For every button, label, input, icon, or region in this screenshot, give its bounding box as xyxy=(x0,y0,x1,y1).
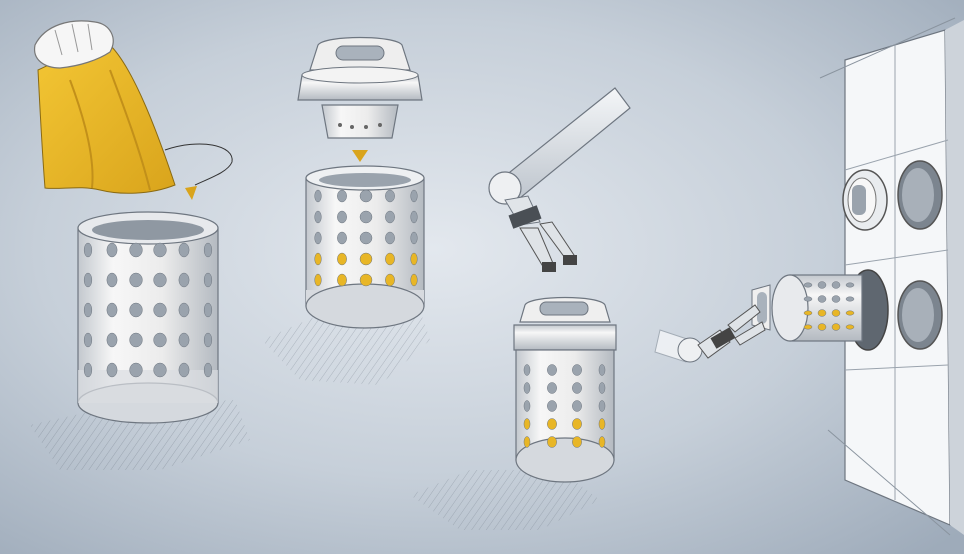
canister-open xyxy=(78,212,218,423)
perforation-hole xyxy=(315,232,322,244)
perforation-hole xyxy=(179,273,189,287)
perforation-hole xyxy=(804,325,812,329)
perforation-hole xyxy=(337,190,346,202)
perforation-hole xyxy=(315,190,322,202)
perforation-hole xyxy=(385,190,394,202)
canister-filled xyxy=(306,166,424,328)
perforation-hole xyxy=(107,363,117,377)
perforation-hole xyxy=(411,253,418,265)
perforation-hole xyxy=(846,297,854,301)
perforation-hole xyxy=(154,363,167,377)
perforation-hole xyxy=(804,297,812,301)
perforation-hole xyxy=(411,211,418,223)
perforation-hole xyxy=(154,333,167,347)
perforation-hole xyxy=(547,365,556,376)
perforation-hole xyxy=(315,253,322,265)
perforation-hole xyxy=(547,383,556,394)
perforation-hole xyxy=(360,190,372,202)
perforation-hole xyxy=(411,190,418,202)
perforation-hole xyxy=(107,273,117,287)
perforation-hole xyxy=(804,311,812,315)
perforation-hole xyxy=(385,253,394,265)
perforation-hole xyxy=(411,274,418,286)
perforation-hole xyxy=(599,419,605,430)
perforation-hole xyxy=(818,310,826,317)
perforation-hole xyxy=(130,363,143,377)
perforation-hole xyxy=(846,325,854,329)
perforation-hole xyxy=(204,303,212,317)
perforation-hole xyxy=(547,437,556,448)
perforation-hole xyxy=(832,282,840,289)
perforation-hole xyxy=(204,243,212,257)
canister-closed xyxy=(514,298,616,483)
perforation-hole xyxy=(154,303,167,317)
perforation-hole xyxy=(572,365,581,376)
perforation-hole xyxy=(360,274,372,286)
perforation-hole xyxy=(179,363,189,377)
perforation-hole xyxy=(818,296,826,303)
perforation-hole xyxy=(524,437,530,448)
perforation-hole xyxy=(832,310,840,317)
perforation-hole xyxy=(818,324,826,331)
perforation-hole xyxy=(524,365,530,376)
perforation-hole xyxy=(360,211,372,223)
perforation-hole xyxy=(385,274,394,286)
wall-port-top-right xyxy=(898,161,942,229)
perforation-hole xyxy=(572,401,581,412)
perforation-hole xyxy=(572,419,581,430)
perforation-hole xyxy=(385,211,394,223)
perforation-hole xyxy=(547,419,556,430)
perforation-hole xyxy=(360,253,372,265)
perforation-hole xyxy=(107,333,117,347)
perforation-hole xyxy=(524,419,530,430)
perforation-hole xyxy=(315,211,322,223)
perforation-hole xyxy=(107,303,117,317)
perforation-hole xyxy=(337,232,346,244)
perforation-hole xyxy=(599,365,605,376)
perforation-hole xyxy=(84,333,92,347)
perforation-hole xyxy=(547,401,556,412)
perforation-hole xyxy=(804,283,812,287)
perforation-hole xyxy=(130,273,143,287)
perforation-hole xyxy=(572,437,581,448)
perforation-hole xyxy=(154,273,167,287)
perforation-hole xyxy=(84,303,92,317)
wall-port-bottom-right xyxy=(898,281,942,349)
perforation-hole xyxy=(337,253,346,265)
perforation-hole xyxy=(204,273,212,287)
perforation-hole xyxy=(179,303,189,317)
perforation-hole xyxy=(524,401,530,412)
perforation-hole xyxy=(832,324,840,331)
perforation-hole xyxy=(818,282,826,289)
perforation-hole xyxy=(179,333,189,347)
perforation-hole xyxy=(337,211,346,223)
perforation-hole xyxy=(337,274,346,286)
perforation-hole xyxy=(84,243,92,257)
perforation-hole xyxy=(572,383,581,394)
perforation-hole xyxy=(130,243,143,257)
perforation-hole xyxy=(130,303,143,317)
perforation-hole xyxy=(846,283,854,287)
perforation-hole xyxy=(84,363,92,377)
perforation-hole xyxy=(315,274,322,286)
perforation-hole xyxy=(846,311,854,315)
perforation-hole xyxy=(385,232,394,244)
perforation-hole xyxy=(360,232,372,244)
perforation-hole xyxy=(599,383,605,394)
perforation-hole xyxy=(832,296,840,303)
perforation-hole xyxy=(84,273,92,287)
perforation-hole xyxy=(204,363,212,377)
perforation-hole xyxy=(130,333,143,347)
perforation-hole xyxy=(599,437,605,448)
perforation-hole xyxy=(107,243,117,257)
perforation-hole xyxy=(179,243,189,257)
wall-port-top-left xyxy=(843,170,887,230)
perforation-hole xyxy=(524,383,530,394)
perforation-hole xyxy=(154,243,167,257)
perforation-hole xyxy=(411,232,418,244)
perforation-hole xyxy=(599,401,605,412)
perforation-hole xyxy=(204,333,212,347)
